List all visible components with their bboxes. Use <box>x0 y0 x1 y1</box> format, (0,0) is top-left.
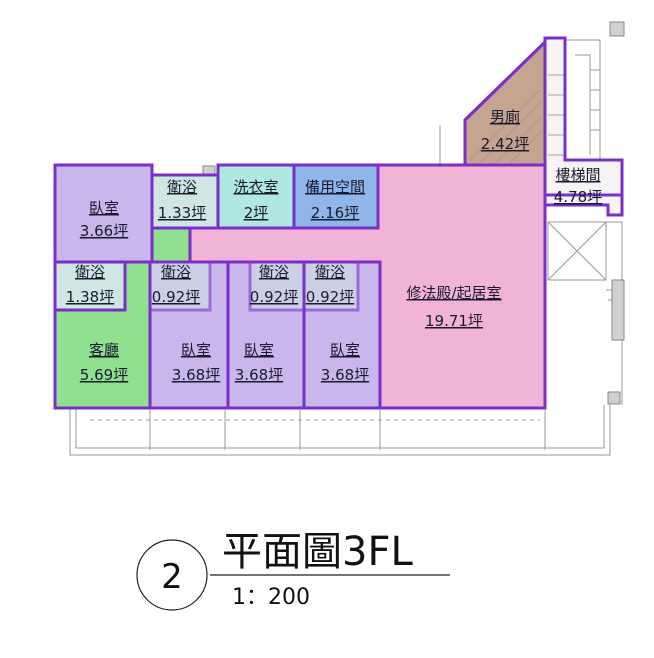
label-bath-top-area: 1.33坪 <box>158 204 206 222</box>
label-bath-4-area: 0.92坪 <box>306 288 354 306</box>
label-bedroom-1-name: 臥室 <box>89 199 119 217</box>
room-outlines <box>53 36 624 410</box>
label-laundry-name: 洗衣室 <box>233 178 278 196</box>
label-living-area: 5.69坪 <box>80 366 128 384</box>
label-laundry-area: 2坪 <box>244 204 269 222</box>
room-spare[interactable] <box>292 163 380 230</box>
label-bedroom-4-area: 3.68坪 <box>321 366 369 384</box>
label-bedroom-2-area: 3.68坪 <box>172 366 220 384</box>
drawing-number-circle <box>136 539 208 611</box>
label-bath-4-name: 衛浴 <box>315 263 345 281</box>
drawing-scale: 1：200 <box>232 585 310 610</box>
room-bath-left[interactable] <box>53 260 127 312</box>
label-bath-2-name: 衛浴 <box>161 263 191 281</box>
label-bath-top-name: 衛浴 <box>167 178 197 196</box>
label-bedroom-4-name: 臥室 <box>330 341 360 359</box>
label-worship-name: 修法殿/起居室 <box>406 284 501 302</box>
label-bedroom-1-area: 3.66坪 <box>80 222 128 240</box>
label-spare-area: 2.16坪 <box>311 204 359 222</box>
drawing-title: 平面圖3FL <box>222 529 413 575</box>
label-worship-area: 19.71坪 <box>425 312 483 330</box>
drawing-number: 2 <box>161 557 183 597</box>
label-bath-left-name: 衛浴 <box>75 263 105 281</box>
stair-treads <box>548 74 565 156</box>
label-bath-2-area: 0.92坪 <box>152 288 200 306</box>
label-living-name: 客廳 <box>89 341 119 359</box>
label-stair-area: 4.78坪 <box>554 188 602 206</box>
label-bedroom-3-name: 臥室 <box>244 341 274 359</box>
label-bath-left-area: 1.38坪 <box>66 288 114 306</box>
room-labels: 臥室 3.66坪 衛浴 1.33坪 洗衣室 2坪 備用空間 2.16坪 衛浴 1… <box>66 108 602 384</box>
label-toilet-name: 男廁 <box>490 108 520 126</box>
title-block: 2 平面圖3FL 1：200 <box>136 529 450 611</box>
toilet-hatch <box>469 89 543 164</box>
label-bedroom-2-name: 臥室 <box>181 341 211 359</box>
label-stair-name: 樓梯間 <box>555 166 600 184</box>
label-bedroom-3-area: 3.68坪 <box>235 366 283 384</box>
room-regions <box>53 36 624 410</box>
label-bath-3-name: 衛浴 <box>259 263 289 281</box>
label-toilet-area: 2.42坪 <box>481 135 529 153</box>
label-spare-name: 備用空間 <box>305 178 365 196</box>
label-bath-3-area: 0.92坪 <box>250 288 298 306</box>
